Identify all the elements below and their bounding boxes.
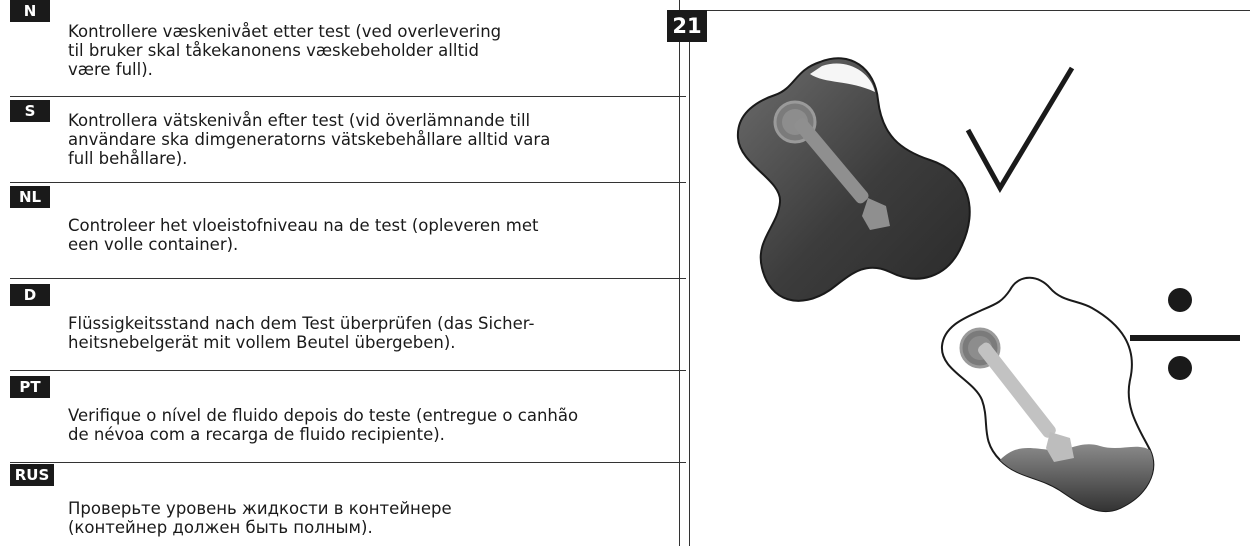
list-item-rus: RUS Проверьте уровень жидкости в контейн…	[10, 464, 680, 546]
division-sign-icon	[1130, 288, 1240, 380]
language-code-badge: PT	[10, 376, 50, 398]
step-number: 21	[667, 10, 707, 42]
language-code-badge: S	[10, 100, 50, 122]
row-divider	[10, 370, 686, 371]
fluid-level-illustration	[736, 57, 1240, 513]
row-divider	[10, 462, 686, 463]
list-item-d: D Flüssigkeitsstand nach dem Test überpr…	[10, 284, 680, 374]
check-mark-icon	[965, 66, 1075, 194]
table-right-border	[679, 0, 680, 546]
language-code-badge: NL	[10, 186, 50, 208]
panel-top-border	[707, 10, 1250, 11]
panel-left-border	[689, 42, 690, 546]
row-divider	[10, 96, 686, 97]
empty-container-image	[940, 276, 1155, 513]
language-code-badge: RUS	[10, 464, 54, 486]
instruction-text: Kontrollere væskenivået etter test (ved …	[68, 22, 502, 79]
row-divider	[10, 278, 686, 279]
row-divider	[10, 182, 686, 183]
full-container-image	[736, 57, 971, 302]
language-code-badge: D	[10, 284, 50, 306]
list-item-nl: NL Controleer het vloeistofniveau na de …	[10, 186, 680, 276]
instruction-text: Verifique o nível de fluido depois do te…	[68, 406, 579, 444]
list-item-pt: PT Verifique o nível de fluido depois do…	[10, 376, 680, 462]
instruction-text: Controleer het vloeistofniveau na de tes…	[68, 216, 539, 254]
instruction-text: Flüssigkeitsstand nach dem Test überprüf…	[68, 314, 535, 352]
instruction-text: Kontrollera vätskenivån efter test (vid …	[68, 111, 551, 168]
list-item-s: S Kontrollera vätskenivån efter test (vi…	[10, 100, 680, 180]
language-code-badge: N	[10, 0, 50, 22]
list-item-n: N Kontrollere væskenivået etter test (ve…	[10, 0, 680, 96]
instruction-text: Проверьте уровень жидкости в контейнере …	[68, 499, 452, 537]
